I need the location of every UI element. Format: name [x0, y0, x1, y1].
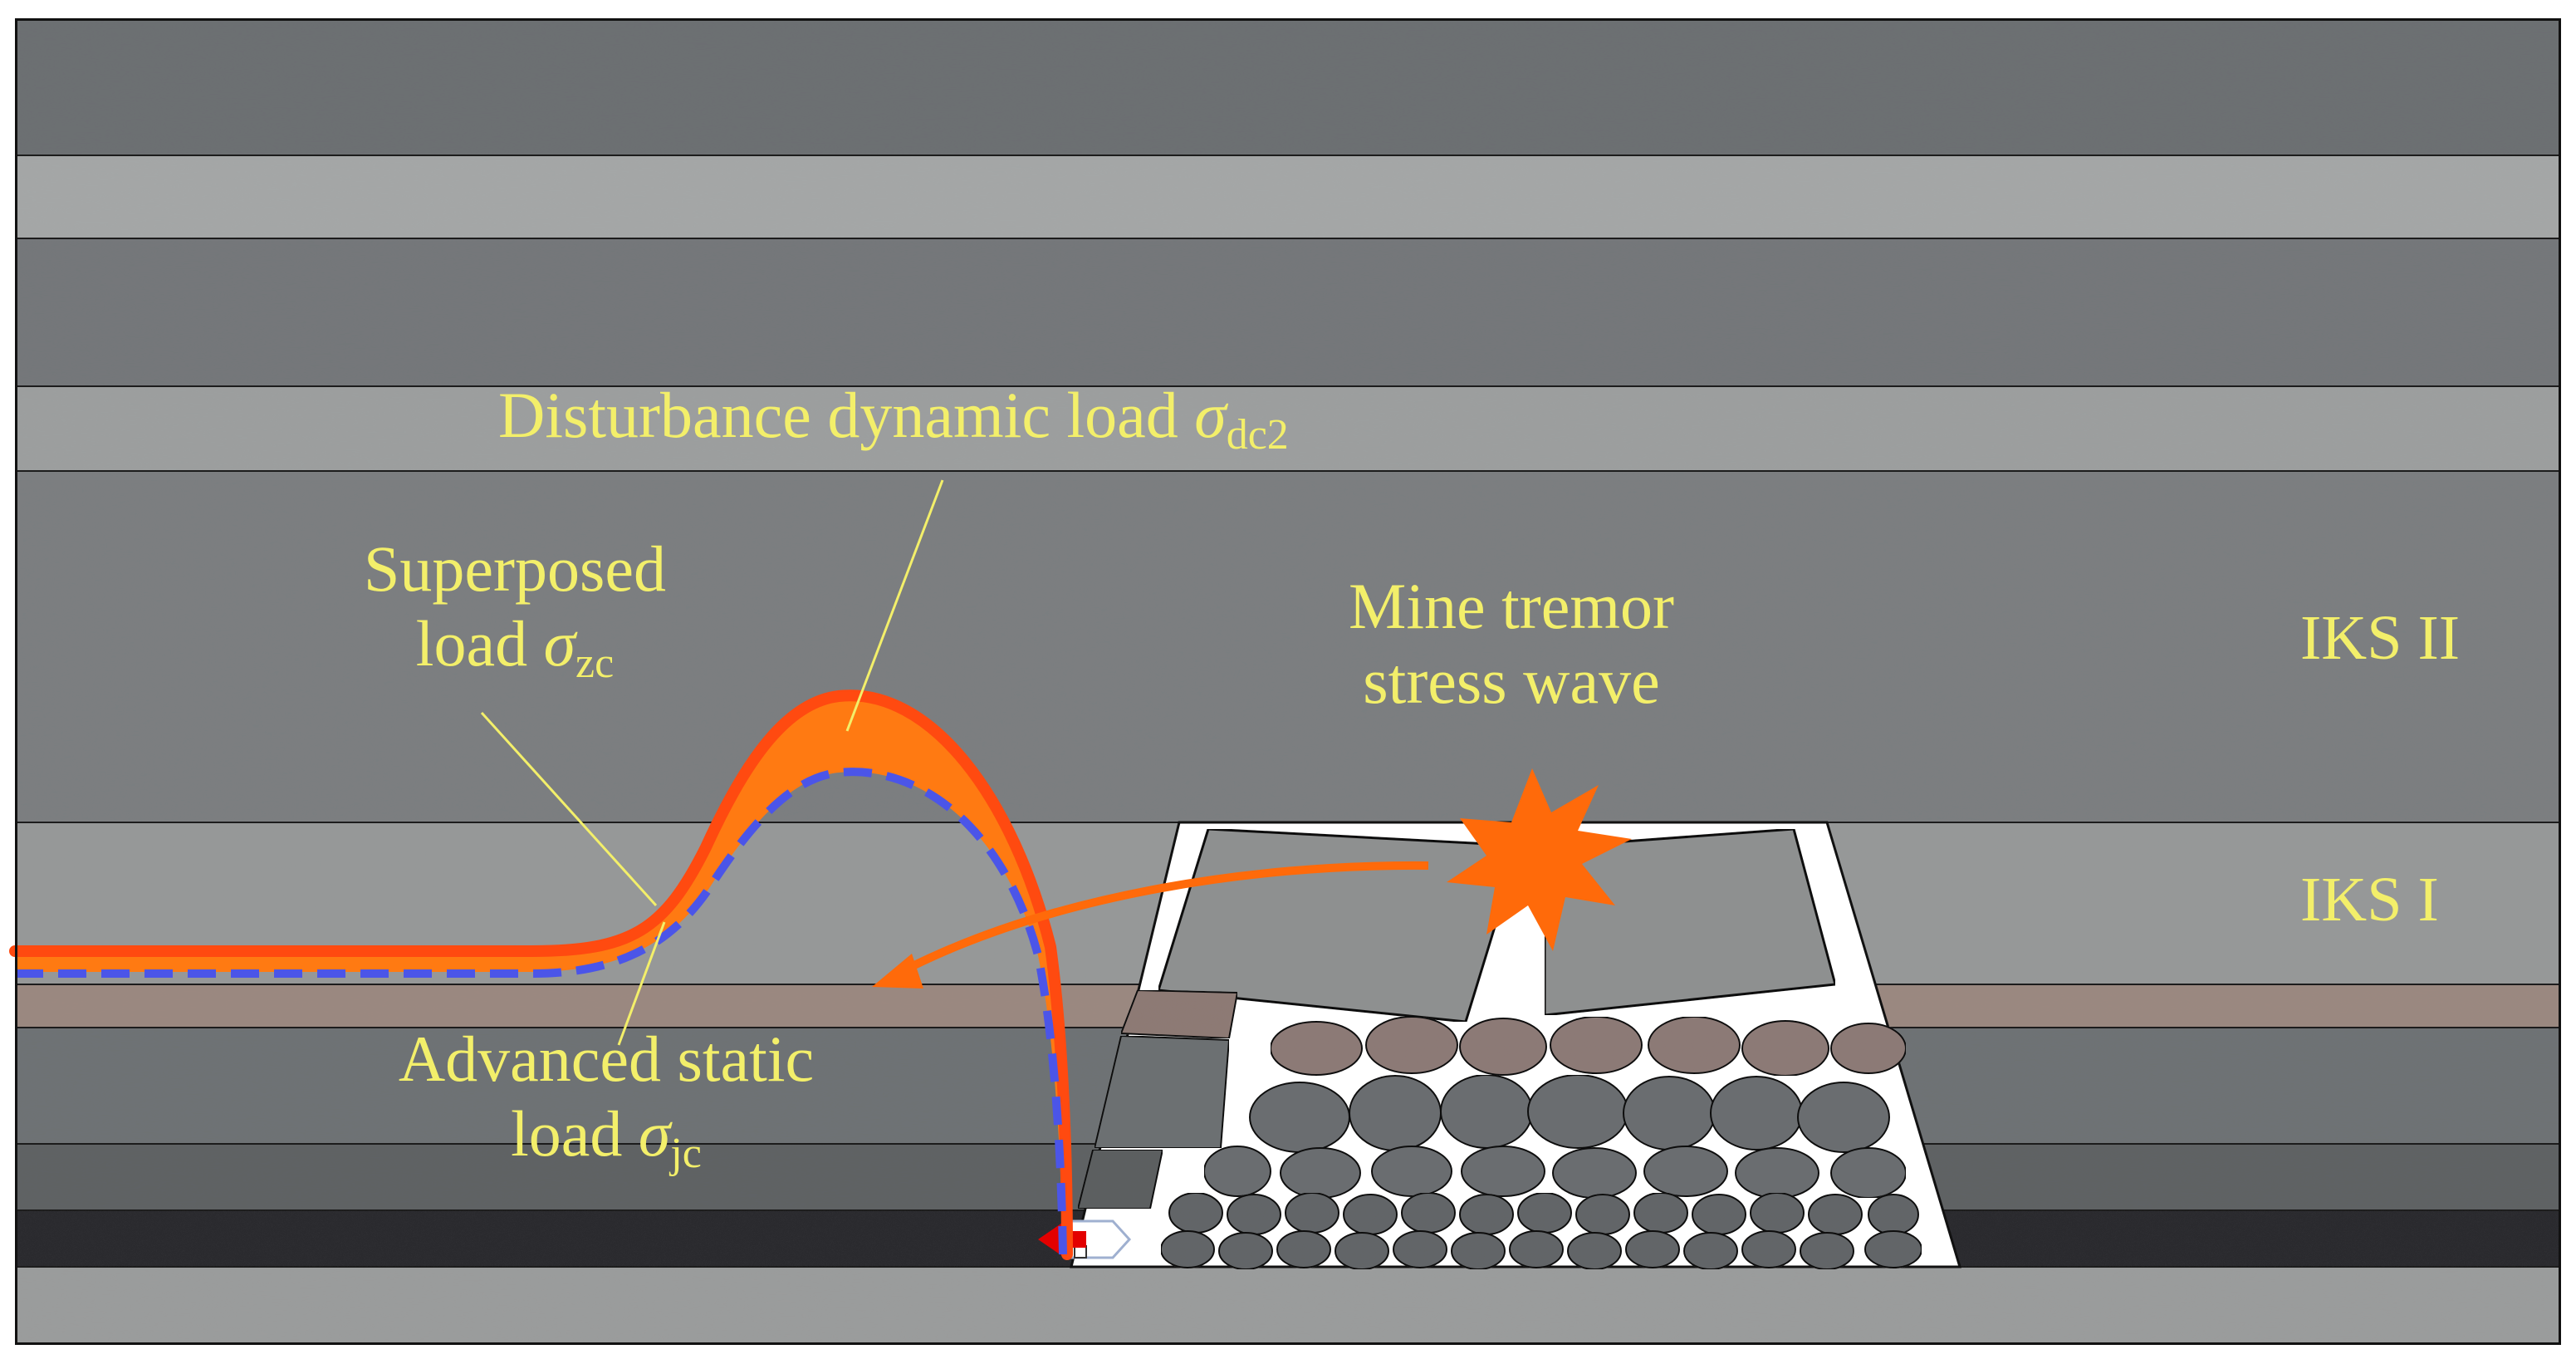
- static-line2: load σjc: [349, 1097, 864, 1175]
- label-superposed-load: Superposed load σzc: [324, 532, 706, 685]
- label-advanced-static-load: Advanced static load σjc: [349, 1022, 864, 1175]
- hanging-block-2: [1076, 1149, 1164, 1209]
- layer-label-iks2: IKS II: [2300, 603, 2461, 673]
- superposed-subscript: zc: [575, 639, 615, 687]
- superposed-word: load: [415, 606, 528, 680]
- load-curves: [9, 689, 1073, 1260]
- tremor-line1: Mine tremor: [1348, 570, 1675, 642]
- disturbance-symbol: σ: [1194, 379, 1227, 451]
- leader-disturbance: [845, 479, 944, 732]
- static-word: load: [511, 1097, 623, 1170]
- stratum-3: [14, 238, 2562, 387]
- broken-block-right: [1543, 827, 1837, 1017]
- tremor-burst-icon: [1447, 768, 1632, 951]
- superposed-symbol: σ: [543, 606, 576, 680]
- stratum-iks2: [14, 470, 2562, 823]
- tremor-line2: stress wave: [1363, 644, 1660, 717]
- static-subscript: jc: [670, 1129, 702, 1177]
- boulders-red: [1270, 1016, 1907, 1077]
- leader-static: [617, 921, 666, 1046]
- hanging-block-red: [1119, 989, 1239, 1040]
- goaf-zone: [1070, 821, 1962, 1270]
- stratum-2: [14, 155, 2562, 239]
- stratum-1: [14, 17, 2562, 156]
- disturbance-text: Disturbance dynamic load: [498, 379, 1178, 451]
- label-disturbance-dynamic-load: Disturbance dynamic load σdc2: [498, 378, 1289, 457]
- static-line1: Advanced static: [398, 1023, 815, 1095]
- hanging-block-1: [1093, 1034, 1231, 1149]
- stress-wave-arrowhead: [872, 954, 923, 989]
- boulders-small: [1160, 1192, 1922, 1270]
- superposed-line1: Superposed: [364, 532, 666, 605]
- superposed-load-curve: [9, 689, 1073, 1260]
- leader-lines: [480, 479, 944, 1046]
- label-mine-tremor: Mine tremor stress wave: [1295, 569, 1727, 718]
- stratum-floor: [14, 1266, 2562, 1346]
- superposed-line2: load σzc: [324, 606, 706, 685]
- layer-label-iks1: IKS I: [2300, 865, 2439, 935]
- stress-wave: [872, 768, 1632, 989]
- static-load-curve: [15, 768, 1067, 1255]
- stratum-4: [14, 385, 2562, 472]
- boulders-large: [1203, 1074, 1907, 1199]
- leader-superposed: [480, 711, 658, 907]
- static-symbol: σ: [638, 1097, 671, 1170]
- stress-wave-arrow: [899, 861, 1429, 976]
- disturbance-subscript: dc2: [1226, 411, 1289, 459]
